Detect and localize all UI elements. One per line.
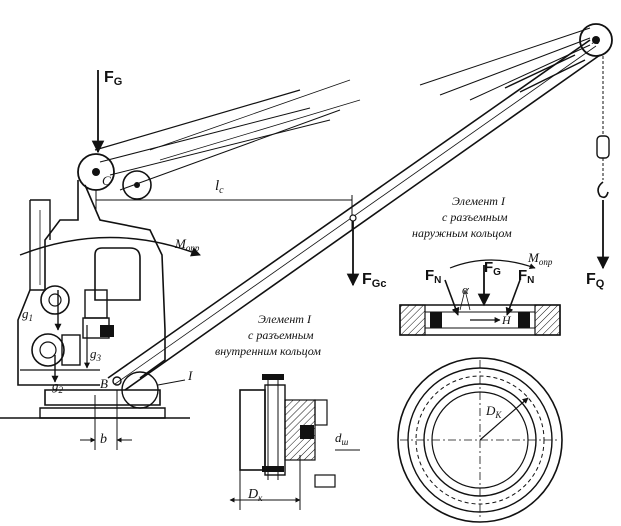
m-left-label: Mопр xyxy=(174,236,200,253)
inner-caption-1: Элемент I xyxy=(258,312,312,326)
point-c-label: C xyxy=(102,173,111,188)
hook-icon xyxy=(597,181,609,199)
lc-dimension xyxy=(95,190,360,287)
g2-label: g2 xyxy=(52,378,64,395)
point-a-label: A xyxy=(591,35,599,47)
outer-caption-3: наружным кольцом xyxy=(412,226,512,240)
outer-caption-1: Элемент I xyxy=(452,194,506,208)
outer-ring-section xyxy=(399,259,561,336)
h-label: H xyxy=(501,313,512,327)
fq-label: FQ xyxy=(586,271,605,290)
g3-label: g3 xyxy=(90,346,102,363)
outer-caption-2: с разъемным xyxy=(442,210,508,224)
fg-mid-label: FG xyxy=(484,259,501,278)
m-right-label: Mопр xyxy=(527,250,553,267)
fn-left-label: FN xyxy=(425,267,441,286)
dk-right-label: DK xyxy=(485,403,502,420)
jib xyxy=(107,23,613,391)
top-pulley xyxy=(579,23,613,57)
hook-assembly xyxy=(596,56,610,270)
point-b-label: B xyxy=(100,376,108,391)
lc-label: lc xyxy=(215,178,224,196)
crane-body xyxy=(0,153,201,450)
alpha-label: α xyxy=(462,282,470,297)
inner-ring-section xyxy=(229,374,360,510)
roman-i-label: I xyxy=(187,368,193,383)
b-label: b xyxy=(100,432,107,447)
fgc-label: FGc xyxy=(362,271,386,290)
fg-top-label: FG xyxy=(104,69,122,88)
bearing-plan xyxy=(397,357,563,523)
labels: FG FGc FQ FN FN FG C B A lc b Dк DK dш H… xyxy=(22,35,605,503)
inner-caption-3: внутренним кольцом xyxy=(215,344,321,358)
upper-boom xyxy=(94,27,591,191)
fn-right-label: FN xyxy=(518,267,534,286)
dk-left-label: Dк xyxy=(247,487,263,503)
g1-label: g1 xyxy=(22,306,33,323)
inner-caption-2: с разъемным xyxy=(248,328,314,342)
dsh-label: dш xyxy=(335,430,349,447)
